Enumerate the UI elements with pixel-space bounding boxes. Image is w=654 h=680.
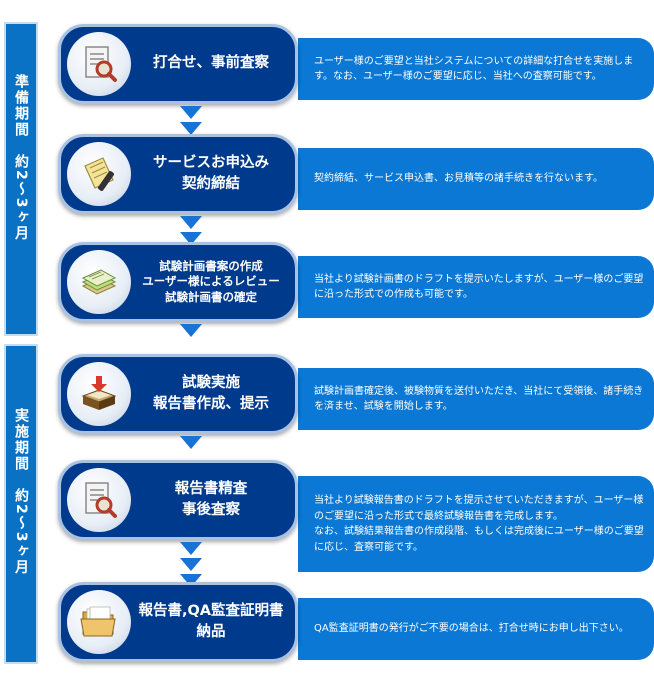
document-magnifier-icon [67,468,131,532]
step-4-title-box: 試験実施 報告書作成、提示 [58,354,298,434]
step-4-desc-line: 試験計画書確定後、被験物質を送付いただき、当社にて受領後、諸手続きを済ませ、試験… [314,385,644,413]
step-6-title-box: 報告書,QA監査証明書 納品 [58,582,298,662]
step-3-label: 試験計画書案の作成 ユーザー様によるレビュー 試験計画書の確定 [133,245,289,319]
period-preparation-label: 準備期間 約2〜3ヶ月 [13,74,29,242]
period-implementation: 実施期間 約2〜3ヶ月 [4,344,38,664]
step-6-title-line-2: 納品 [196,624,226,640]
step-6-desc-line: QA監査証明書の発行がご不要の場合は、打合せ時にお申し出下さい。 [314,623,629,635]
step-3-title-box: 試験計画書案の作成 ユーザー様によるレビュー 試験計画書の確定 [58,242,298,322]
step-2-desc-line: 契約締結、サービス申込書、お見積等の諸手続きを行ないます。 [314,173,603,185]
step-1-title-line: 打合せ、事前査察 [153,55,269,72]
contract-pen-icon [67,142,131,206]
step-1-desc-line: ユーザー様のご要望と当社システムについての詳細な打合せを実施します。なお、ユーザ… [314,55,634,83]
step-1-description: ユーザー様のご要望と当社システムについての詳細な打合せを実施します。なお、ユーザ… [298,38,654,100]
step-4-label: 試験実施 報告書作成、提示 [133,357,289,431]
step-3-title-line-2: ユーザー様によるレビュー [142,274,280,289]
step-5-title-line-1: 報告書精査 [174,480,248,497]
document-stack-icon [67,250,131,314]
step-2-title-box: サービスお申込み 契約締結 [58,134,298,214]
flow-arrow-2 [180,216,202,248]
step-1-title-box: 打合せ、事前査察 [58,24,298,104]
step-2-title-line-1: サービスお申込み [153,154,269,171]
step-5-title-box: 報告書精査 事後査察 [58,460,298,540]
inbox-tray-icon [67,362,131,426]
step-6-label: 報告書,QA監査証明書 納品 [133,585,289,659]
step-3-title-line-3: 試験計画書の確定 [165,289,257,304]
step-3-description: 当社より試験計画書のドラフトを提示いたしますが、ユーザー様のご要望に沿った形式で… [298,256,654,318]
step-6-title-line-1: 報告書,QA監査証明書 [138,602,284,619]
step-6-description: QA監査証明書の発行がご不要の場合は、打合せ時にお申し出下さい。 [298,598,654,660]
flow-arrow-3 [180,324,202,340]
step-2-title-line-2: 契約締結 [182,176,240,192]
step-4-title-line-2: 報告書作成、提示 [153,396,269,412]
step-5-desc-line-1: 当社より試験報告書のドラフトを提示させていただきますが、ユーザー様のご要望に沿っ… [314,495,644,522]
step-5-description: 当社より試験報告書のドラフトを提示させていただきますが、ユーザー様のご要望に沿っ… [298,476,654,572]
flow-arrow-1 [180,106,202,138]
step-5-title-line-2: 事後査察 [182,502,240,518]
document-magnifier-icon [67,32,131,96]
step-5-desc-line-2: なお、試験結果報告書の作成段階、もしくは完成後にユーザー様のご要望に応じ、査察可… [314,526,644,553]
step-3-desc-line: 当社より試験計画書のドラフトを提示いたしますが、ユーザー様のご要望に沿った形式で… [314,273,644,301]
flow-arrow-4 [180,436,202,452]
step-2-description: 契約締結、サービス申込書、お見積等の諸手続きを行ないます。 [298,148,654,210]
step-3-title-line-1: 試験計画書案の作成 [159,258,263,273]
period-implementation-label: 実施期間 約2〜3ヶ月 [13,408,29,576]
step-4-title-line-1: 試験実施 [182,374,240,391]
step-4-description: 試験計画書確定後、被験物質を送付いただき、当社にて受領後、諸手続きを済ませ、試験… [298,368,654,430]
step-2-label: サービスお申込み 契約締結 [133,137,289,211]
step-1-label: 打合せ、事前査察 [133,27,289,101]
step-5-label: 報告書精査 事後査察 [133,463,289,537]
period-preparation: 準備期間 約2〜3ヶ月 [4,22,38,336]
folder-icon [67,590,131,654]
